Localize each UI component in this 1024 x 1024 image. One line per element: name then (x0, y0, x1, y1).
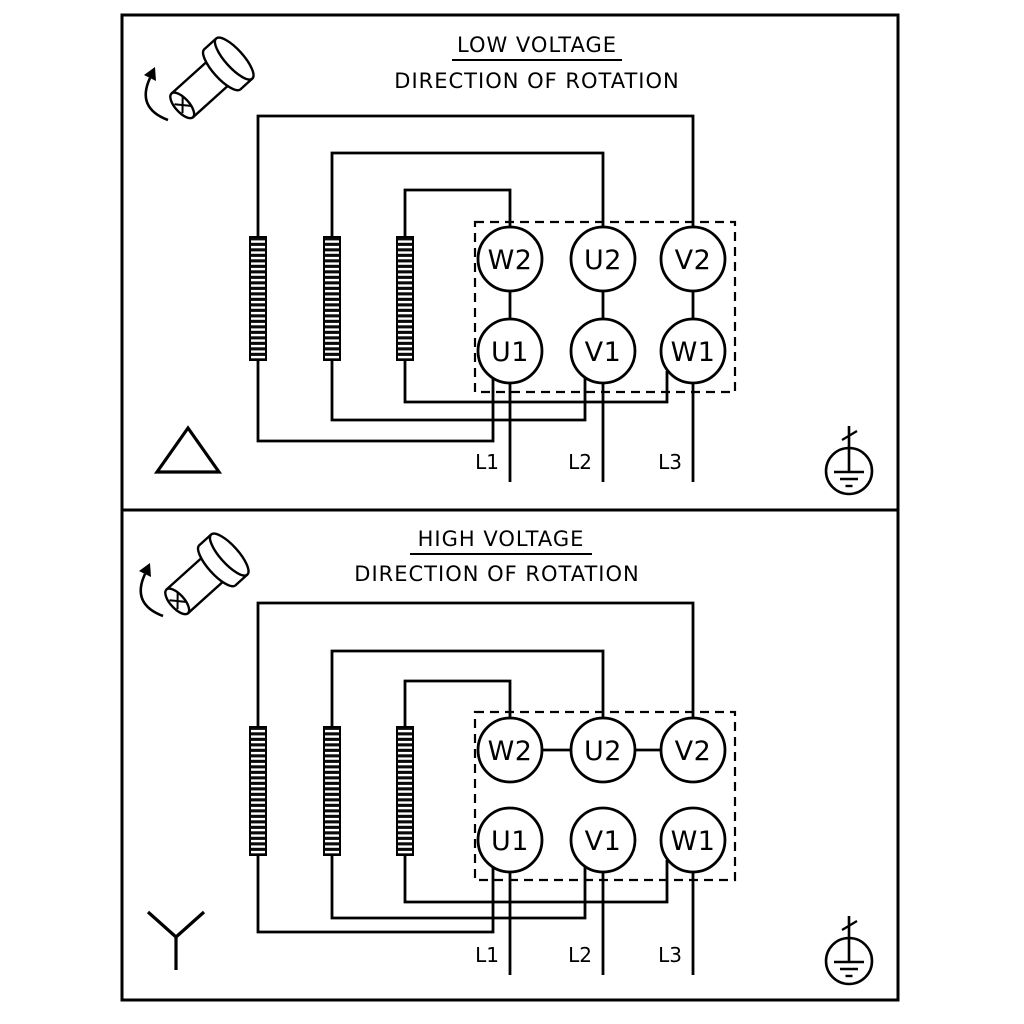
terminal-label: U2 (584, 736, 622, 767)
wire (256, 114, 695, 237)
terminal-label: V1 (585, 826, 622, 857)
winding-coil (249, 236, 267, 361)
supply-line-label: L2 (568, 450, 592, 474)
lv-terminal-w2 (476, 225, 544, 293)
supply-line-label: L1 (475, 450, 499, 474)
terminal-label: U1 (491, 337, 529, 368)
lv-terminal-v1 (569, 317, 637, 385)
terminal-block (473, 220, 737, 394)
wire (256, 855, 495, 934)
wire (403, 360, 669, 404)
hv-terminal-w1 (659, 806, 727, 874)
wire (403, 679, 512, 727)
lv-terminal-v2 (659, 225, 727, 293)
terminal-label: W1 (671, 337, 716, 368)
winding-coil (323, 236, 341, 361)
terminal-label: W2 (488, 245, 533, 276)
wire (330, 151, 605, 237)
terminal-label: V2 (675, 736, 712, 767)
hv-terminal-u1 (476, 806, 544, 874)
diagram-frame (120, 13, 900, 1002)
star-connection-icon (146, 910, 206, 970)
earth-ground-icon (824, 914, 874, 986)
delta-connection-icon (153, 425, 223, 474)
panel-high-voltage: HIGH VOLTAGE DIRECTION OF ROTATION L1 L2… (137, 527, 874, 986)
lv-terminal-w1 (659, 317, 727, 385)
lv-terminal-u2 (569, 225, 637, 293)
supply-line-label: L3 (658, 450, 682, 474)
wire (256, 360, 495, 443)
winding-coil (249, 726, 267, 856)
wire (403, 188, 512, 237)
hv-terminal-v2 (659, 716, 727, 784)
wire (330, 855, 587, 920)
panel-low-voltage: LOW VOLTAGE DIRECTION OF ROTATION L1 L2 … (142, 31, 874, 496)
supply-line-label: L1 (475, 943, 499, 967)
hv-terminal-u2 (569, 716, 637, 784)
winding-coil (396, 726, 414, 856)
wire (330, 360, 587, 422)
wire (256, 601, 695, 727)
earth-ground-icon (824, 424, 874, 496)
supply-line-label: L2 (568, 943, 592, 967)
panel-title: LOW VOLTAGE (457, 33, 617, 57)
lv-terminal-u1 (476, 317, 544, 385)
winding-coil (396, 236, 414, 361)
panel-subtitle: DIRECTION OF ROTATION (394, 69, 679, 93)
terminal-label: W1 (671, 826, 716, 857)
terminal-label: W2 (488, 736, 533, 767)
panel-title: HIGH VOLTAGE (418, 527, 585, 551)
supply-line-label: L3 (658, 943, 682, 967)
winding-coil (323, 726, 341, 856)
hv-terminal-w2 (476, 716, 544, 784)
rotation-direction-icon (137, 527, 256, 628)
terminal-label: V1 (585, 337, 622, 368)
panel-subtitle: DIRECTION OF ROTATION (354, 562, 639, 586)
rotation-direction-icon (142, 31, 261, 132)
terminal-label: U1 (491, 826, 529, 857)
terminal-label: U2 (584, 245, 622, 276)
wire (330, 649, 605, 727)
hv-terminal-v1 (569, 806, 637, 874)
terminal-label: V2 (675, 245, 712, 276)
terminal-block (473, 710, 737, 882)
